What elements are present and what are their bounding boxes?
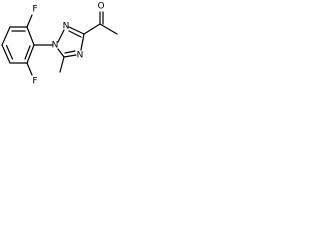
bond-c3-carbonyl xyxy=(83,23,101,35)
triazole-bond-n1-n2 xyxy=(57,29,65,43)
atom-label-nitrogen-4: N xyxy=(77,51,84,61)
atom-label-nitrogen-1: N xyxy=(52,41,59,51)
triazole-double-bond-n4-c5 xyxy=(64,50,76,54)
bond-c6-f-bottom xyxy=(26,62,33,76)
ring-bond-c1-c2 xyxy=(26,26,35,46)
triazole-bond-n2-c3 xyxy=(68,26,85,35)
atom-label-fluorine-top: F xyxy=(32,5,37,15)
triazole-ring xyxy=(57,26,85,58)
atom-label-oxygen: O xyxy=(97,2,104,12)
ring-double-bond-c4-c5 xyxy=(5,44,14,60)
triazole-bond-n4-c5 xyxy=(63,54,77,58)
atom-label-fluorine-bottom: F xyxy=(32,77,37,87)
triazole-double-bond-n2-c3 xyxy=(68,30,82,38)
chemical-structure-diagram: F F N N N O xyxy=(1,2,118,87)
ring-bond-c3-c4 xyxy=(1,26,11,46)
atom-label-nitrogen-2: N xyxy=(63,22,70,32)
ring-bond-c6-c1 xyxy=(26,44,35,64)
phenyl-ring xyxy=(1,26,35,64)
bond-c5-methyl xyxy=(59,56,65,73)
bond-carbonyl-methyl xyxy=(99,23,118,35)
ring-bond-c4-c5 xyxy=(1,44,11,64)
bond-c2-f-top xyxy=(26,14,33,28)
triazole-bond-c3-n4 xyxy=(80,33,85,51)
ring-double-bond-c6-c1 xyxy=(24,45,31,60)
triazole-bond-c5-n1 xyxy=(57,48,65,58)
